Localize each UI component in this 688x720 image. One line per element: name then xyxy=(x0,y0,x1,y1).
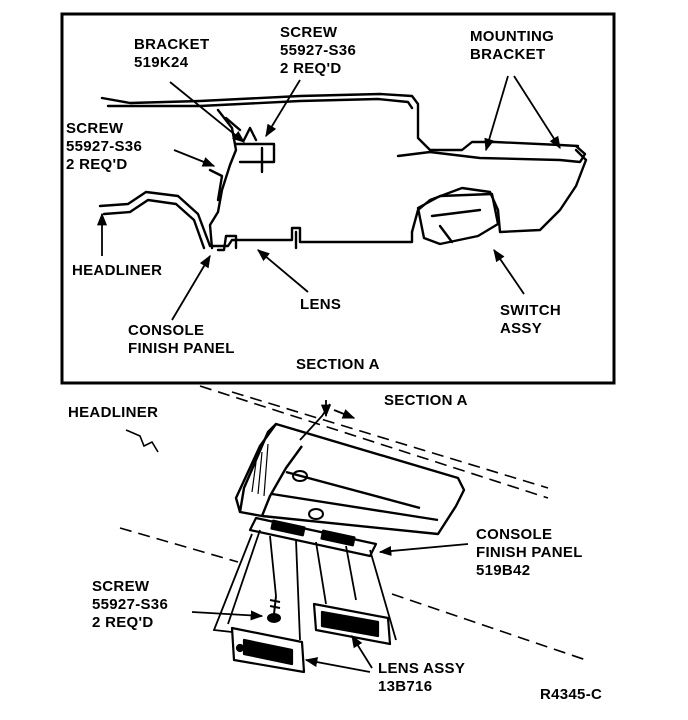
figure-code: R4345-C xyxy=(540,686,603,703)
leader-lens xyxy=(257,249,309,293)
leader-lens-assy-b xyxy=(351,634,373,669)
exploded-guide-lines xyxy=(212,529,397,641)
assembly-leaders xyxy=(191,543,469,673)
console-finish-panel-part xyxy=(248,516,378,558)
leader-console-finish-panel xyxy=(171,254,211,321)
leader-lens-assy-a xyxy=(304,657,371,673)
label-bracket: BRACKET 519K24 xyxy=(134,36,210,71)
lens-assy-right xyxy=(312,602,392,646)
section-a-cross-section xyxy=(98,92,588,252)
label-mounting-bracket: MOUNTING BRACKET xyxy=(470,28,555,63)
leader-screw-left xyxy=(173,149,216,167)
leader-switch-assy xyxy=(493,248,525,295)
leader-screw xyxy=(191,610,264,621)
label-screw-assembly: SCREW 55927-S36 2 REQ'D xyxy=(92,578,169,631)
label-lens: LENS xyxy=(300,296,342,313)
leader-mounting-bracket-b xyxy=(513,75,561,150)
leader-bracket xyxy=(169,81,245,143)
label-headliner-section: HEADLINER xyxy=(72,262,163,279)
label-console-finish-panel: CONSOLE FINISH PANEL xyxy=(128,322,235,357)
section-a-leaders xyxy=(96,75,561,321)
label-lens-assy: LENS ASSY 13B716 xyxy=(378,660,466,695)
headliner-dashed-lines xyxy=(119,385,587,661)
label-switch-assy: SWITCH ASSY xyxy=(500,302,561,337)
label-screw-left: SCREW 55927-S36 2 REQ'D xyxy=(66,120,143,173)
label-console-finish-panel-519b42: CONSOLE FINISH PANEL 519B42 xyxy=(476,526,583,579)
screw-bosses xyxy=(292,470,324,520)
leader-console-finish-panel-519b42 xyxy=(378,543,469,556)
label-headliner-assembly: HEADLINER xyxy=(68,404,159,421)
section-a-title: SECTION A xyxy=(296,356,380,373)
headliner-squiggle-leader xyxy=(125,429,159,453)
leader-screw-top xyxy=(265,79,301,138)
label-screw-top: SCREW 55927-S36 2 REQ'D xyxy=(280,24,357,77)
console-housing xyxy=(234,422,466,536)
lens-assy-left xyxy=(230,626,306,674)
section-a-frame xyxy=(60,12,616,385)
label-section-a-assembly: SECTION A xyxy=(384,392,468,409)
section-a-cut-arrow xyxy=(299,400,356,441)
screw-part xyxy=(267,595,281,623)
leader-mounting-bracket-a xyxy=(484,75,509,152)
